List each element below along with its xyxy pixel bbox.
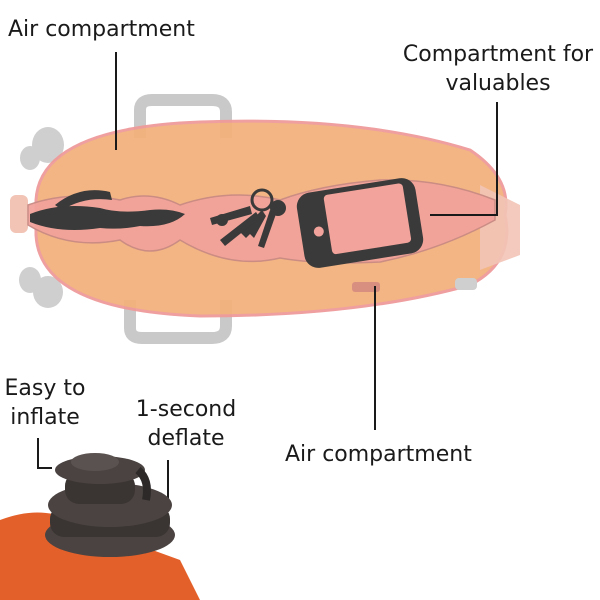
label-deflate: 1-second deflate	[130, 395, 242, 453]
label-air-compartment-bottom: Air compartment	[285, 442, 472, 467]
label-easy-to-inflate: Easy to inflate	[0, 374, 90, 432]
label-deflate-line2: deflate	[147, 426, 225, 451]
label-air-compartment-top: Air compartment	[8, 17, 195, 42]
label-deflate-line1: 1-second	[135, 397, 237, 422]
label-inflate-line2: inflate	[10, 405, 80, 430]
sunglasses-icon	[30, 190, 185, 230]
right-clip-icon	[352, 278, 477, 292]
leader-inflate	[37, 438, 52, 469]
top-handle-icon	[134, 94, 232, 138]
strap-clip-icon	[10, 127, 64, 308]
smartphone-icon	[296, 178, 424, 268]
label-compartment-for-valuables: Compartment for valuables	[398, 40, 598, 98]
label-valuables-line2: valuables	[445, 71, 551, 96]
label-inflate-line1: Easy to	[4, 376, 86, 401]
keys-icon	[210, 188, 286, 248]
leader-lines	[37, 52, 498, 501]
bottom-handle-icon	[124, 300, 232, 344]
label-valuables-line1: Compartment for	[402, 42, 594, 67]
valve-icon	[0, 453, 200, 600]
leader-valuables	[430, 102, 498, 216]
